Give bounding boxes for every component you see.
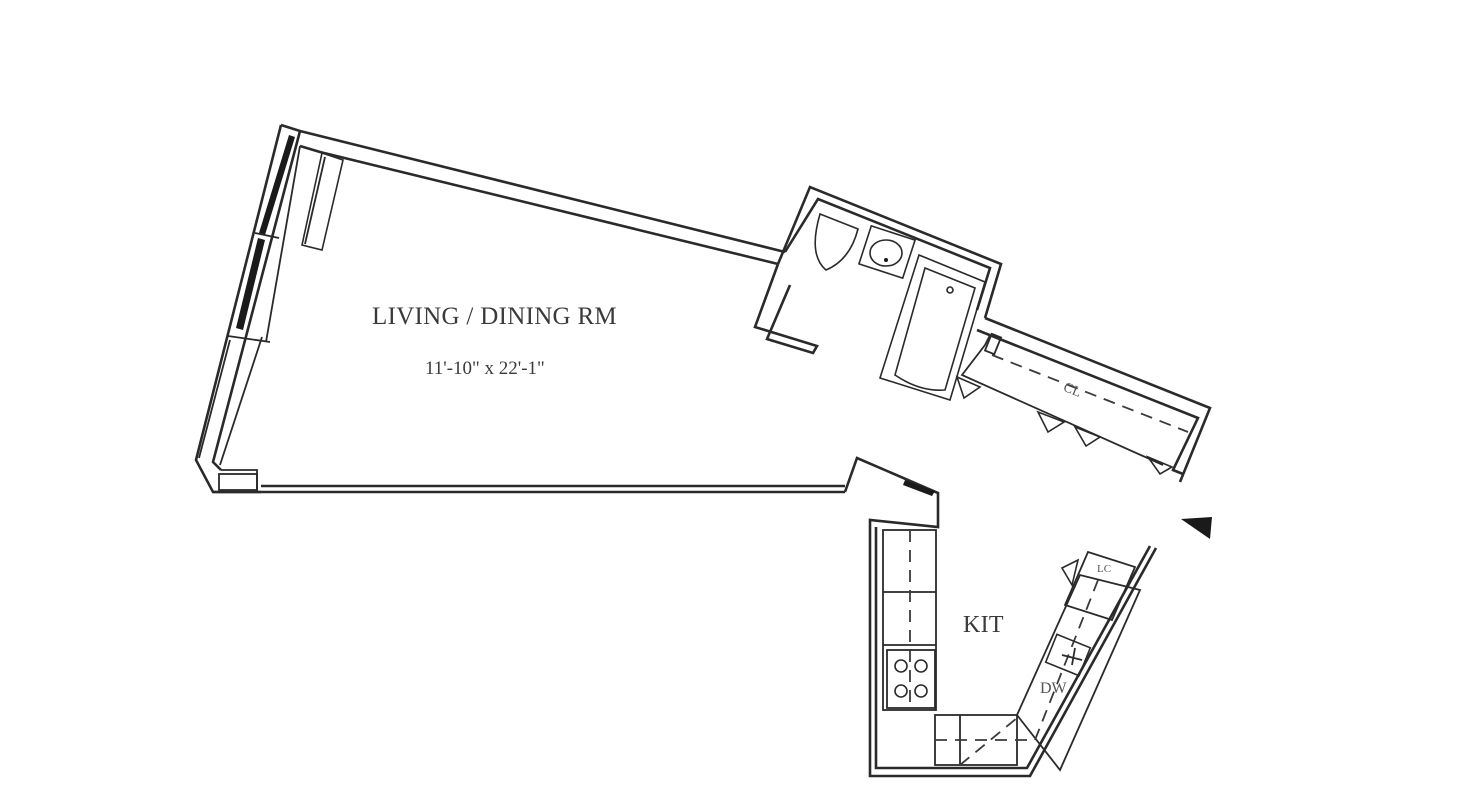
- living-room-dimensions: 11'-10" x 22'-1": [425, 358, 545, 379]
- linen-closet-label: LC: [1097, 563, 1112, 575]
- living-room-walls: [194, 123, 845, 494]
- bathroom: [753, 185, 1003, 402]
- entry-arrow-icon: [1181, 517, 1212, 539]
- kitchen-label: KIT: [963, 612, 1004, 638]
- dishwasher-label: DW: [1040, 680, 1067, 697]
- kitchen: [843, 456, 1158, 778]
- living-room-label: LIVING / DINING RM: [372, 303, 617, 330]
- closet: [955, 316, 1212, 483]
- left-windows: [227, 135, 344, 343]
